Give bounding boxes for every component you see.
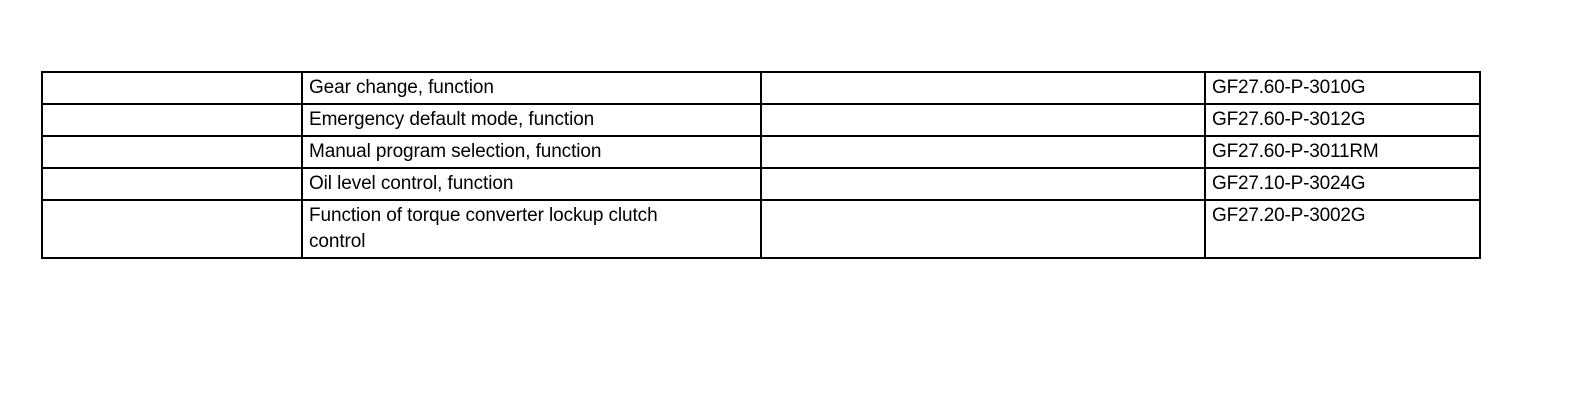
document-code-text: GF27.60-P-3011RM (1212, 141, 1379, 162)
cell-document-code: GF27.60-P-3011RM (1204, 135, 1481, 169)
blank-left-text (43, 169, 301, 173)
document-code-text: GF27.60-P-3010G (1212, 77, 1366, 98)
cell-description: Emergency default mode, function (301, 103, 762, 137)
table-row: Oil level control, function GF27.10-P-30… (41, 167, 1481, 201)
blank-left-text (43, 201, 301, 205)
cell-blank-middle (760, 135, 1206, 169)
blank-left-text (43, 105, 301, 109)
cell-description: Manual program selection, function (301, 135, 762, 169)
cell-blank-middle (760, 199, 1206, 259)
table-row: Emergency default mode, function GF27.60… (41, 103, 1481, 137)
description-text: Manual program selection, function (309, 141, 602, 162)
function-reference-table: Gear change, function GF27.60-P-3010G Em… (41, 71, 1481, 259)
cell-blank-left (41, 199, 303, 259)
table-row: Function of torque converter lockup clut… (41, 199, 1481, 259)
blank-left-text (43, 137, 301, 141)
cell-blank-left (41, 135, 303, 169)
cell-blank-middle (760, 103, 1206, 137)
table-row: Manual program selection, function GF27.… (41, 135, 1481, 169)
cell-document-code: GF27.60-P-3012G (1204, 103, 1481, 137)
cell-document-code: GF27.20-P-3002G (1204, 199, 1481, 259)
cell-blank-left (41, 103, 303, 137)
cell-blank-left (41, 167, 303, 201)
blank-left-text (43, 73, 301, 77)
cell-description: Function of torque converter lockup clut… (301, 199, 762, 259)
blank-middle-text (762, 201, 1204, 205)
table-body: Gear change, function GF27.60-P-3010G Em… (41, 71, 1481, 259)
blank-middle-text (762, 169, 1204, 173)
document-code-text: GF27.20-P-3002G (1212, 205, 1366, 226)
cell-description: Oil level control, function (301, 167, 762, 201)
description-text: Gear change, function (309, 77, 494, 98)
table-row: Gear change, function GF27.60-P-3010G (41, 71, 1481, 105)
blank-middle-text (762, 73, 1204, 77)
description-text: Emergency default mode, function (309, 109, 595, 130)
cell-blank-left (41, 71, 303, 105)
blank-middle-text (762, 137, 1204, 141)
cell-blank-middle (760, 71, 1206, 105)
cell-document-code: GF27.60-P-3010G (1204, 71, 1481, 105)
cell-document-code: GF27.10-P-3024G (1204, 167, 1481, 201)
document-code-text: GF27.60-P-3012G (1212, 109, 1366, 130)
description-text: Oil level control, function (309, 173, 514, 194)
blank-middle-text (762, 105, 1204, 109)
cell-blank-middle (760, 167, 1206, 201)
document-code-text: GF27.10-P-3024G (1212, 173, 1366, 194)
cell-description: Gear change, function (301, 71, 762, 105)
description-text: Function of torque converter lockup clut… (309, 205, 658, 252)
